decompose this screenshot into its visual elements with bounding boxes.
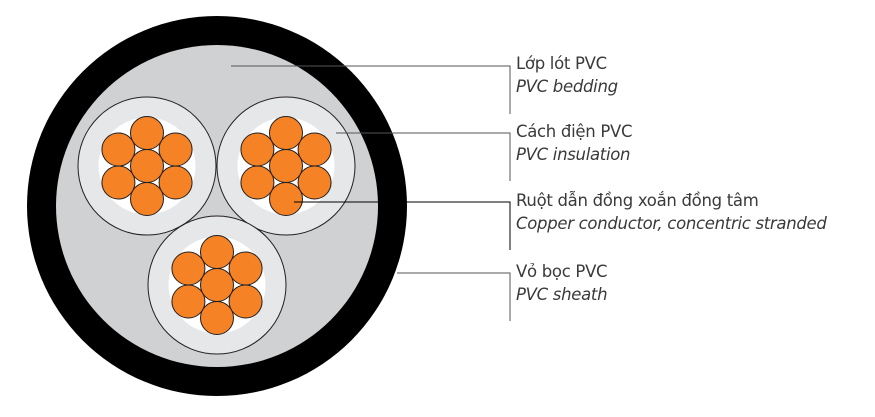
label-bedding: Lớp lót PVC PVC bedding — [516, 52, 618, 98]
conductor-strand — [158, 165, 193, 200]
conductor-strand — [228, 284, 263, 319]
conductor-strand — [101, 132, 136, 167]
conductor-strand — [171, 284, 206, 319]
conductor-strand-center — [200, 268, 234, 302]
leader-bedding — [231, 65, 511, 114]
label-insulation-vi: Cách điện PVC — [516, 122, 633, 141]
conductor-strand — [297, 132, 332, 167]
conductor-strand — [200, 301, 234, 335]
conductor-strand-center — [130, 149, 164, 183]
leader-insulation — [336, 132, 511, 181]
label-sheath-vi: Vỏ bọc PVC — [516, 262, 608, 281]
label-bedding-en: PVC bedding — [516, 77, 618, 96]
label-conductor-en: Copper conductor, concentric stranded — [516, 214, 827, 233]
conductor-strand — [228, 251, 263, 286]
label-insulation-en: PVC insulation — [516, 145, 631, 164]
conductor-strand — [130, 182, 164, 216]
conductor-strand — [297, 165, 332, 200]
conductor-strand — [240, 132, 275, 167]
conductor-strand — [269, 182, 303, 216]
label-conductor: Ruột dẫn đồng xoắn đồng tâm Copper condu… — [516, 189, 827, 235]
conductor-strand — [130, 116, 164, 150]
conductor-strand — [269, 116, 303, 150]
label-sheath-en: PVC sheath — [516, 285, 608, 304]
leader-sheath — [397, 272, 511, 321]
core-3 — [147, 215, 287, 355]
conductor-strand — [240, 165, 275, 200]
conductor-strand — [158, 132, 193, 167]
label-conductor-vi: Ruột dẫn đồng xoắn đồng tâm — [516, 191, 759, 210]
conductor-strand — [171, 251, 206, 286]
conductor-strand — [101, 165, 136, 200]
label-sheath: Vỏ bọc PVC PVC sheath — [516, 260, 608, 306]
conductor-strand-center — [269, 149, 303, 183]
core-1 — [77, 96, 217, 236]
leader-conductor — [294, 201, 511, 250]
core-2 — [216, 96, 356, 236]
label-insulation: Cách điện PVC PVC insulation — [516, 120, 632, 166]
label-bedding-vi: Lớp lót PVC — [516, 54, 607, 73]
conductor-strand — [200, 235, 234, 269]
